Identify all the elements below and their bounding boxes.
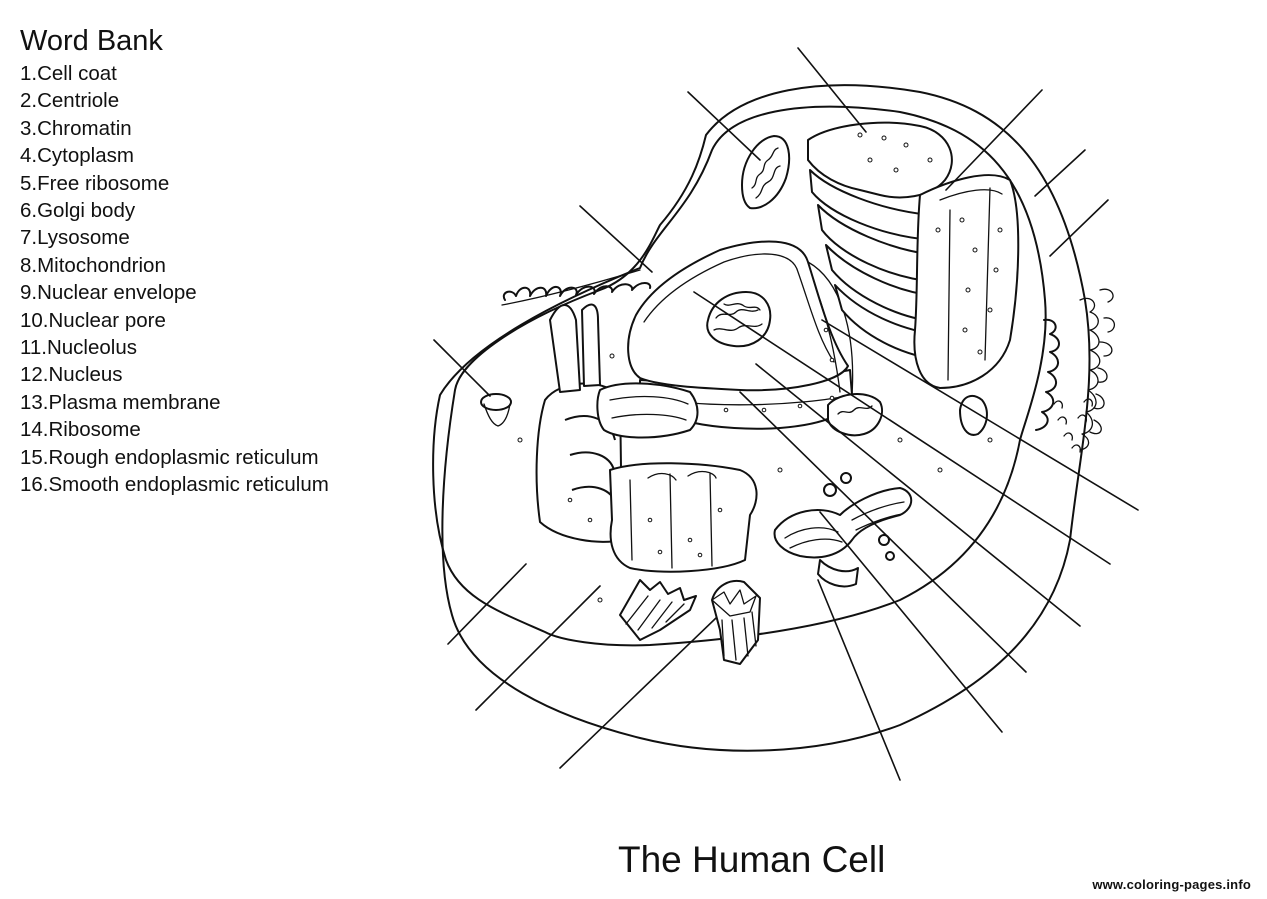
leader-line — [447, 563, 527, 645]
smooth-endoplasmic-reticulum — [535, 303, 758, 573]
leader-line — [579, 205, 653, 273]
word-bank-item: 6.Golgi body — [20, 199, 136, 223]
nucleolus — [706, 291, 772, 348]
leader-line — [1049, 199, 1109, 257]
watermark-text: www.coloring-pages.info — [1092, 877, 1251, 892]
word-bank-item: 16.Smooth endoplasmic reticulum — [20, 473, 329, 497]
cell-coat — [441, 84, 1091, 752]
plasma-membrane — [432, 105, 1115, 647]
free-ribosome — [517, 353, 993, 603]
word-bank-item: 12.Nucleus — [20, 363, 123, 387]
leader-lines — [433, 47, 1139, 781]
leader-line — [1034, 149, 1086, 197]
word-bank-list: 1.Cell coat 2.Centriole 3.Chromatin 4.Cy… — [20, 60, 329, 499]
leader-line — [475, 585, 601, 711]
rough-endoplasmic-reticulum — [807, 121, 1020, 389]
leader-line — [687, 91, 761, 161]
leader-line — [797, 47, 867, 133]
word-bank-item: 2.Centriole — [20, 89, 120, 113]
leader-line — [819, 511, 1003, 733]
word-bank: Word Bank 1.Cell coat 2.Centriole 3.Chro… — [20, 24, 329, 499]
leader-line — [817, 579, 901, 781]
leader-line — [693, 291, 1111, 565]
diagram-title: The Human Cell — [618, 839, 886, 880]
golgi-body — [773, 472, 913, 588]
centriole — [619, 579, 761, 665]
leader-line — [945, 89, 1043, 191]
lysosome — [480, 393, 988, 436]
leader-line — [559, 617, 717, 769]
word-bank-item: 9.Nuclear envelope — [20, 281, 197, 305]
word-bank-item: 3.Chromatin — [20, 116, 132, 140]
word-bank-item: 4.Cytoplasm — [20, 144, 134, 168]
word-bank-item: 1.Cell coat — [20, 62, 117, 85]
word-bank-item: 15.Rough endoplasmic reticulum — [20, 445, 319, 469]
word-bank-item: 8.Mitochondrion — [20, 253, 166, 277]
word-bank-item: 11.Nucleolus — [20, 336, 137, 360]
leader-line — [821, 319, 1139, 511]
word-bank-title: Word Bank — [20, 25, 163, 57]
leader-line — [433, 339, 491, 397]
leader-line — [739, 391, 1027, 673]
word-bank-item: 7.Lysosome — [20, 226, 130, 250]
word-bank-item: 5.Free ribosome — [20, 171, 170, 195]
word-bank-item: 10.Nuclear pore — [20, 308, 166, 332]
word-bank-item: 14.Ribosome — [20, 418, 141, 442]
word-bank-item: 13.Plasma membrane — [20, 390, 221, 414]
mitochondrion — [741, 135, 883, 437]
leader-line — [755, 363, 1081, 627]
